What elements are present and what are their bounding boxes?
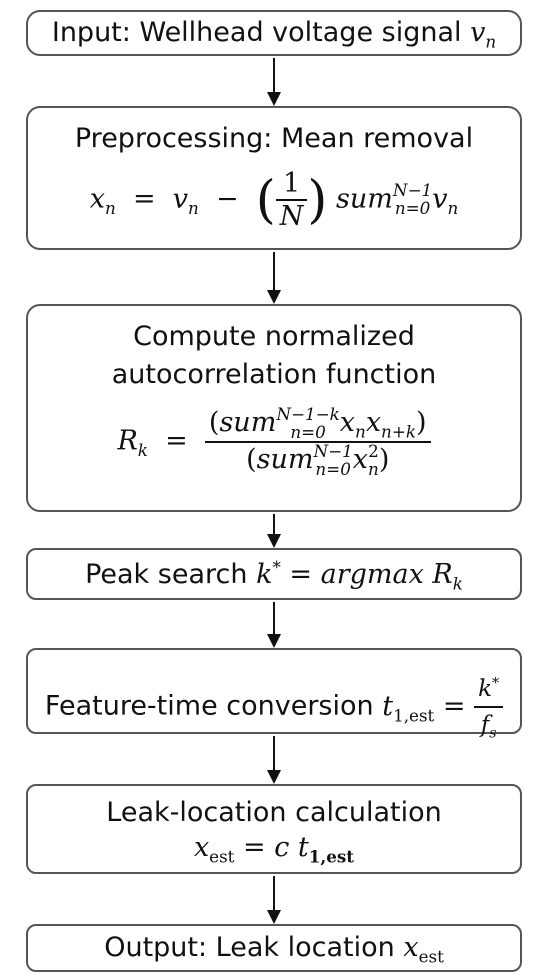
leak-location-equation: xest = c t1,est <box>193 832 355 867</box>
output-label: Output: Leak location xest <box>104 932 444 967</box>
output-step-box: Output: Leak location xest <box>26 924 522 972</box>
flow-arrow-5 <box>267 736 281 784</box>
k-over-fs-fraction: k*fs <box>474 672 504 742</box>
input-step-label: Input: Wellhead voltage signal vn <box>51 17 497 52</box>
peak-search-label: Peak search k* = argmax Rk <box>85 557 463 594</box>
peak-search-step-box: Peak search k* = argmax Rk <box>26 548 522 600</box>
flow-arrow-4 <box>267 602 281 648</box>
autocorrelation-title-line2: autocorrelation function <box>111 359 437 390</box>
leak-location-title: Leak-location calculation <box>106 797 442 828</box>
autocorrelation-title-line1: Compute normalized <box>133 321 415 352</box>
flow-arrow-6 <box>267 876 281 924</box>
input-variable: vn <box>470 17 497 52</box>
input-step-box: Input: Wellhead voltage signal vn <box>26 10 522 56</box>
flow-arrow-2 <box>267 252 281 304</box>
preprocessing-title: Preprocessing: Mean removal <box>74 123 474 154</box>
flow-arrow-1 <box>267 58 281 106</box>
autocorrelation-step-box: Compute normalized autocorrelation funct… <box>26 304 522 512</box>
preprocessing-step-box: Preprocessing: Mean removal xn = vn − (1… <box>26 106 522 250</box>
conversion-step-box: Feature-time conversion t1,est = k*fs <box>26 648 522 741</box>
conversion-label: Feature-time conversion t1,est = k*fs <box>28 672 520 742</box>
flow-arrow-3 <box>267 514 281 548</box>
leak-location-step-box: Leak-location calculation xest = c t1,es… <box>26 784 522 874</box>
